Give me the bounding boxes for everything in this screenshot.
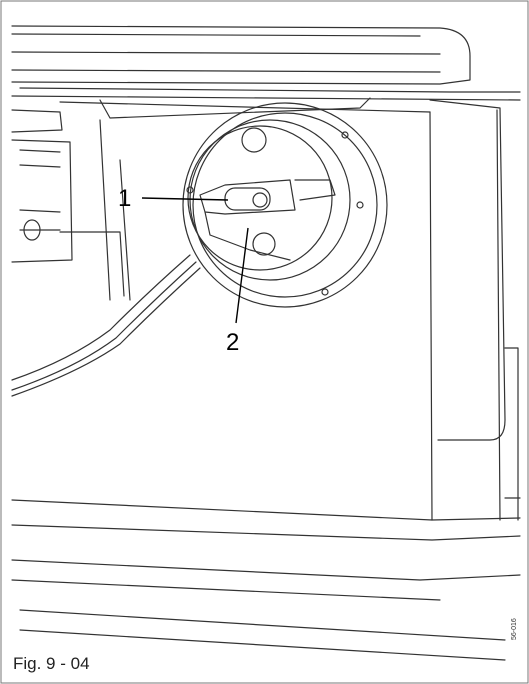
- drawing-code: 56-016: [511, 618, 518, 640]
- machine-body: [11, 25, 521, 661]
- callout-1: 1: [118, 185, 131, 212]
- figure-caption: Fig. 9 - 04: [13, 654, 90, 673]
- leader-lines: [141, 197, 249, 324]
- callout-2: 2: [226, 329, 239, 356]
